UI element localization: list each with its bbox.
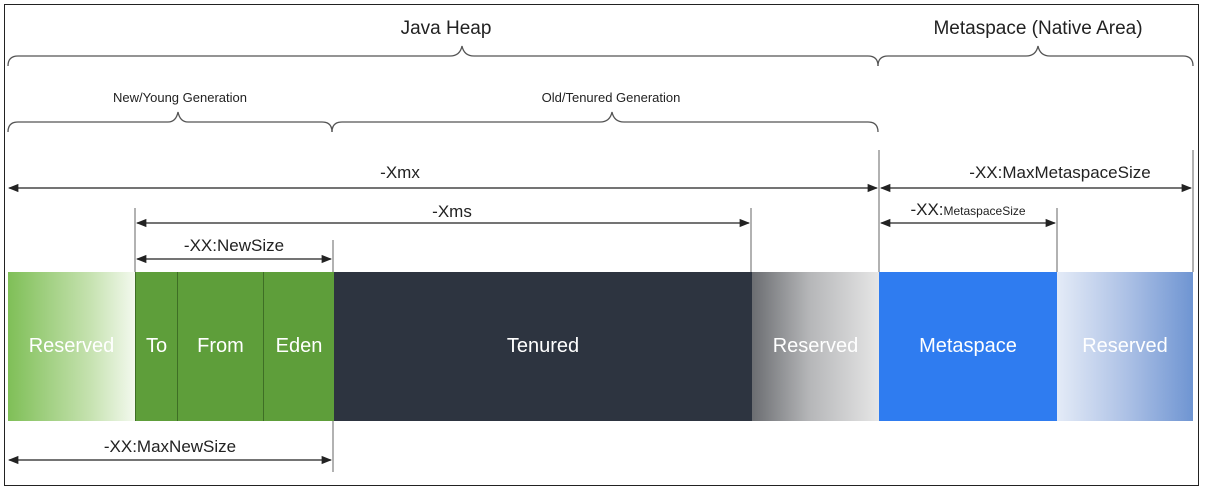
max-new-size-label: -XX:MaxNewSize	[103, 437, 237, 456]
metaspace-text: Metaspace	[919, 335, 1017, 357]
old-gen-brace	[331, 111, 879, 133]
metaspace-size-suffix: MetaspaceSize	[943, 204, 1026, 218]
reserved-meta-block: Reserved	[1057, 272, 1193, 421]
eden-text: Eden	[275, 335, 323, 357]
metaspace-brace	[877, 45, 1194, 67]
from-block: From	[178, 272, 264, 421]
max-metaspace-label: -XX:MaxMetaspaceSize	[969, 163, 1151, 182]
eden-block: Eden	[264, 272, 334, 421]
from-text: From	[197, 335, 244, 357]
java-heap-label: Java Heap	[400, 18, 492, 39]
diagram-frame	[4, 4, 1199, 486]
tenured-text: Tenured	[506, 335, 580, 357]
java-heap-brace	[7, 45, 879, 67]
young-gen-label: New/Young Generation	[113, 90, 247, 105]
metaspace-native-label: Metaspace (Native Area)	[933, 18, 1143, 39]
reserved-meta-text: Reserved	[1082, 335, 1168, 357]
to-block: To	[135, 272, 178, 421]
metaspace-size-prefix: -XX:	[910, 200, 944, 219]
reserved-old-text: Reserved	[772, 335, 859, 357]
to-text: To	[145, 335, 168, 357]
old-gen-label: Old/Tenured Generation	[541, 90, 681, 105]
young-gen-brace	[7, 111, 333, 133]
tenured-block: Tenured	[334, 272, 752, 421]
metaspace-block: Metaspace	[879, 272, 1057, 421]
reserved-old-block: Reserved	[752, 272, 879, 421]
metaspace-size-label: -XX:MetaspaceSize	[910, 200, 1025, 220]
new-size-label: -XX:NewSize	[183, 236, 285, 255]
reserved-young-text: Reserved	[28, 335, 115, 357]
reserved-young-block: Reserved	[8, 272, 135, 421]
xmx-label: -Xmx	[380, 163, 420, 182]
xms-label: -Xms	[432, 202, 472, 221]
